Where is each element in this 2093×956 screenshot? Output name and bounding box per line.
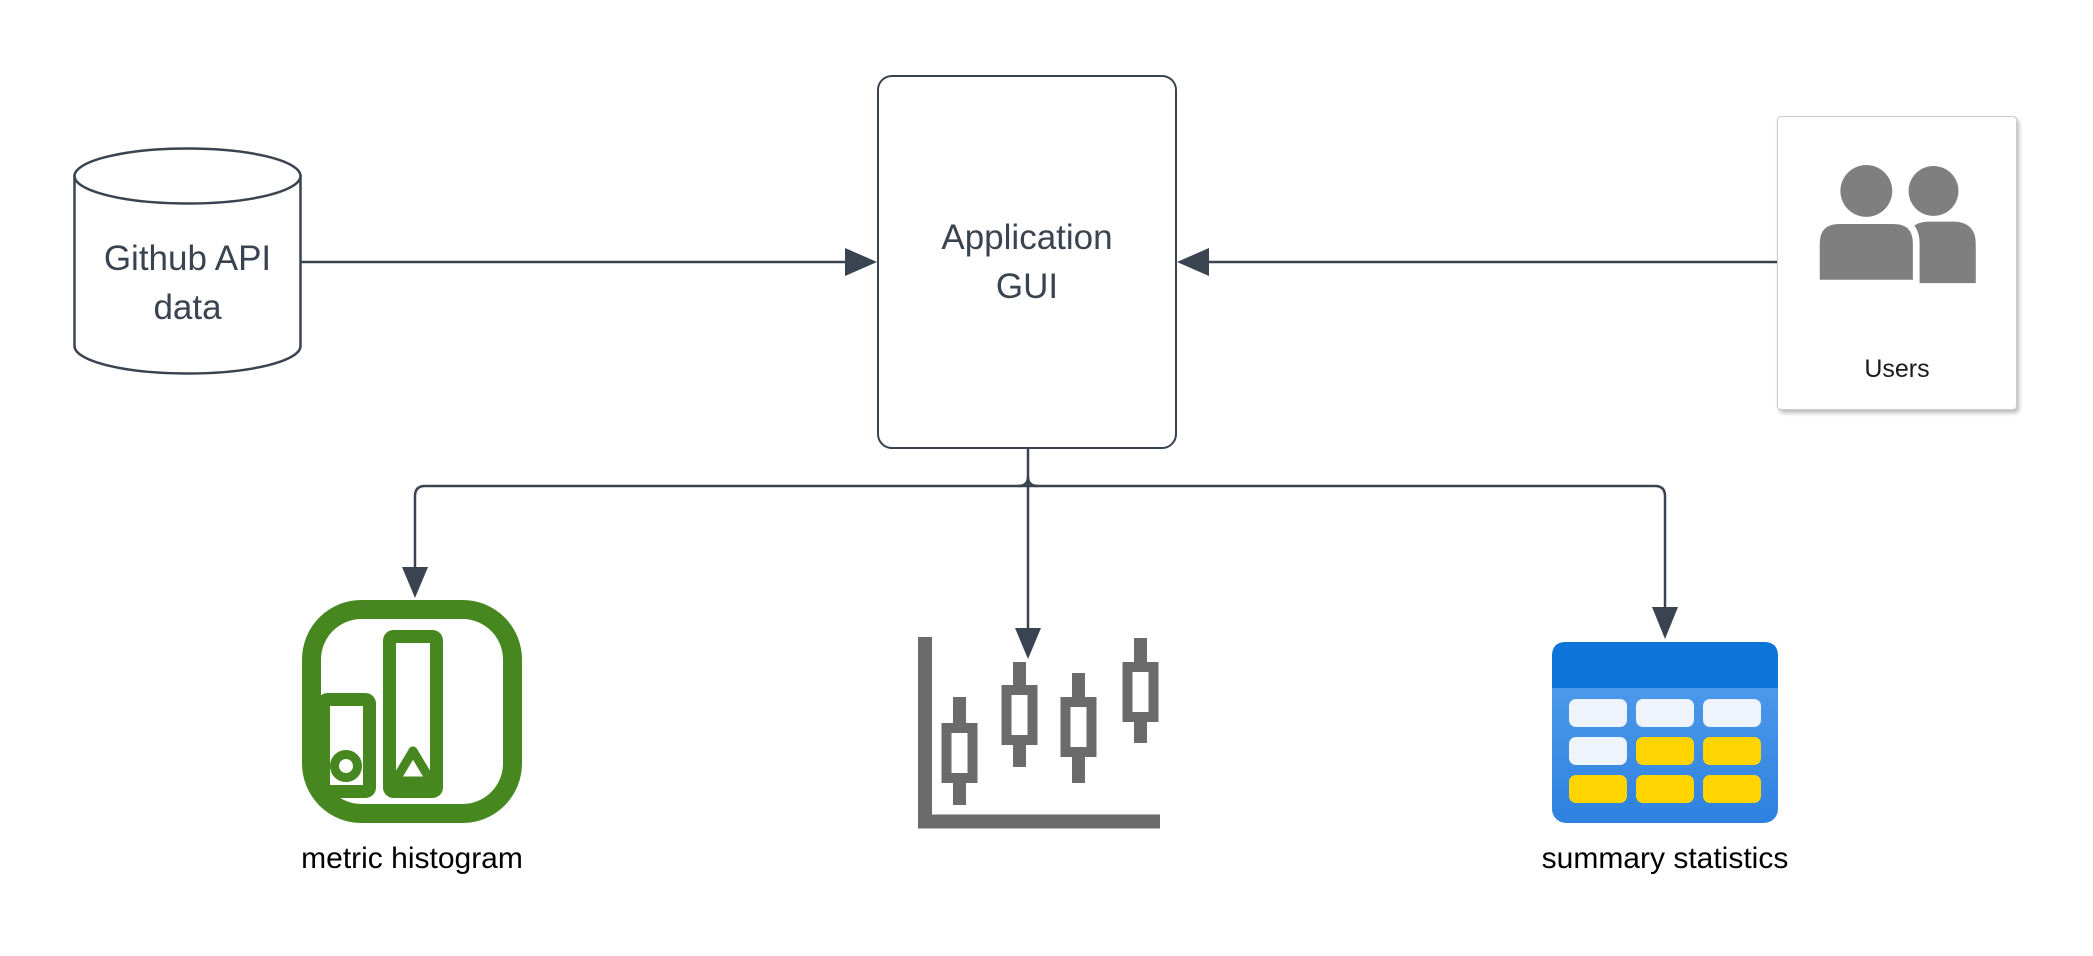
- edge-app-to-outputs: [402, 449, 1678, 659]
- application-gui-label: Application GUI: [941, 218, 1113, 306]
- metric-histogram-label: metric histogram: [301, 842, 523, 875]
- edge-github-to-app: [300, 248, 877, 276]
- summary-table-icon: [1552, 642, 1778, 823]
- github-data-label: Github API data: [103, 239, 272, 327]
- users-icon: [1806, 165, 1990, 287]
- arrowhead-down-icon: [1015, 628, 1041, 659]
- arrowhead-down-icon: [402, 567, 428, 598]
- candlestick-chart-icon: [918, 637, 1160, 829]
- users-node: Users: [1777, 116, 2017, 410]
- arrowhead-down-icon: [1652, 607, 1678, 639]
- summary-statistics-label: summary statistics: [1541, 842, 1789, 875]
- arrowhead-right-icon: [845, 248, 877, 276]
- github-data-cylinder: [73, 147, 302, 375]
- arrowhead-left-icon: [1177, 248, 1209, 276]
- application-gui-node: Application GUI: [877, 75, 1177, 449]
- edge-users-to-app: [1177, 248, 1777, 276]
- users-label: Users: [1864, 355, 1930, 383]
- metric-histogram-icon: [302, 600, 522, 823]
